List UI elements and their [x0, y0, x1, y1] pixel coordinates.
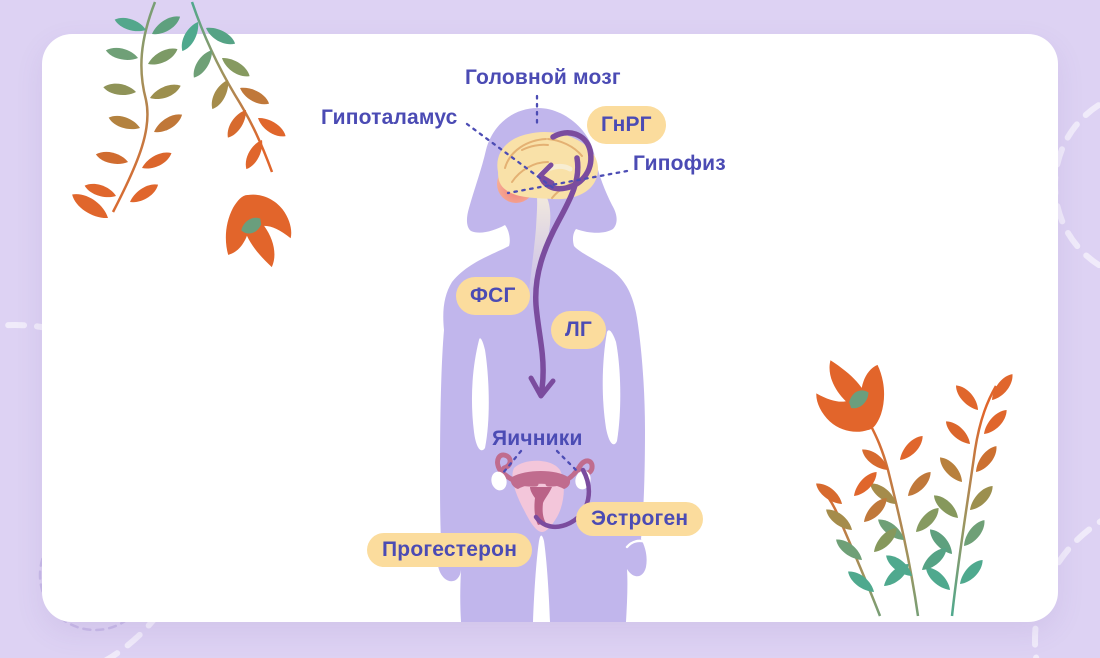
badge-lh: ЛГ	[551, 311, 607, 349]
badge-gnrh: ГнРГ	[587, 106, 666, 144]
label-brain: Головной мозг	[465, 66, 621, 89]
label-ovaries: Яичники	[492, 427, 583, 450]
dashed-circle-decoration	[1052, 100, 1100, 270]
badge-estrogen: Эстроген	[576, 502, 704, 536]
label-pituitary: Гипофиз	[633, 152, 726, 175]
label-hypothalamus: Гипоталамус	[321, 106, 458, 129]
content-card	[42, 34, 1058, 622]
badge-fsh: ФСГ	[456, 277, 530, 315]
badge-progesterone: Прогестерон	[367, 533, 533, 567]
